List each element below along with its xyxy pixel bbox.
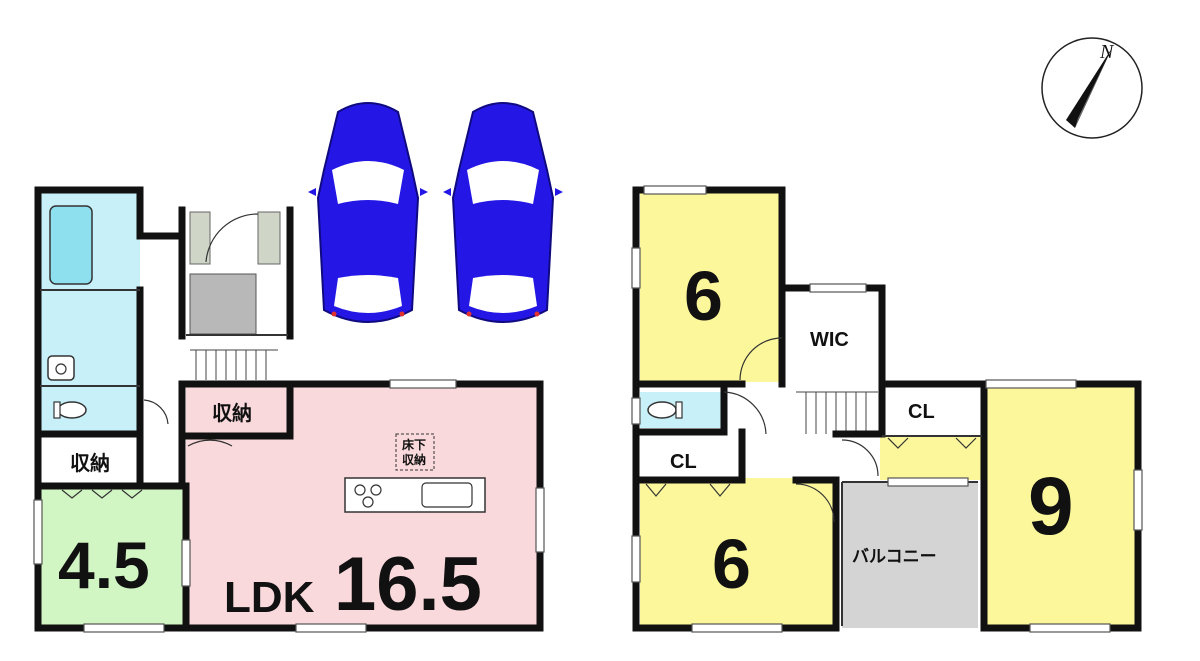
ldk-size-label: 16.5 — [334, 542, 482, 627]
bedroom-e-nook — [880, 436, 984, 480]
interior-lines-1f — [40, 289, 288, 387]
stairs-1f — [190, 349, 278, 380]
bedroom-nw — [640, 192, 782, 382]
balcony-area — [842, 482, 978, 628]
storage-label-a: 収納 — [70, 451, 110, 475]
bedroom-nw-size: 6 — [684, 257, 723, 335]
bedroom-e-size: 9 — [1028, 461, 1074, 552]
compass: N — [1041, 37, 1143, 139]
genkan-floor — [189, 273, 257, 335]
car-rear-window — [469, 275, 537, 313]
storage-label-b: 収納 — [212, 401, 252, 425]
closet-label-a: CL — [908, 401, 935, 423]
doors-2f — [645, 337, 977, 523]
windows-2f — [631, 185, 1143, 633]
floor-2: 6 6 9 WIC CL CL バルコニー — [631, 185, 1143, 633]
car-body — [316, 102, 420, 323]
bedroom-e — [984, 384, 1138, 628]
car-body — [451, 102, 555, 323]
entrance-door-swing — [205, 213, 259, 263]
sink-icon — [47, 355, 75, 381]
shoe-box-left — [189, 211, 211, 265]
closet-label-b: CL — [670, 451, 697, 473]
shoe-box-right — [257, 211, 281, 265]
ldk-prefix-label: LDK — [224, 573, 315, 622]
north-arrow-icon — [1066, 48, 1112, 128]
underfloor-storage-label-1: 床下 — [402, 437, 426, 452]
toilet-icon — [57, 401, 87, 419]
washitsu-room — [40, 487, 186, 627]
parking-car-1 — [308, 102, 428, 323]
bathtub-icon — [49, 205, 93, 285]
balcony-label: バルコニー — [852, 547, 937, 567]
windows-1f — [33, 379, 545, 633]
doors-1f — [61, 399, 233, 499]
bedroom-sw — [640, 478, 834, 628]
compass-north-label: N — [1099, 41, 1115, 63]
toilet-2f-icon — [647, 401, 677, 419]
underfloor-storage-box — [395, 433, 435, 471]
underfloor-storage-label-2: 収納 — [402, 452, 426, 467]
car-windshield — [332, 161, 404, 204]
kitchen-sink-icon — [421, 482, 473, 508]
stove-icon — [354, 484, 366, 496]
parking-car-2 — [443, 102, 563, 323]
washitsu-size-label: 4.5 — [58, 528, 150, 602]
car-rear-window — [334, 275, 402, 313]
north-arrow-shade — [1075, 48, 1112, 128]
car-windshield — [467, 161, 539, 204]
wic-label: WIC — [810, 329, 849, 351]
floor-1: 収納 収納 床下 収納 4.5 LDK 16.5 — [33, 186, 545, 633]
stairs-2f — [796, 391, 878, 434]
bedroom-sw-size: 6 — [712, 525, 751, 603]
